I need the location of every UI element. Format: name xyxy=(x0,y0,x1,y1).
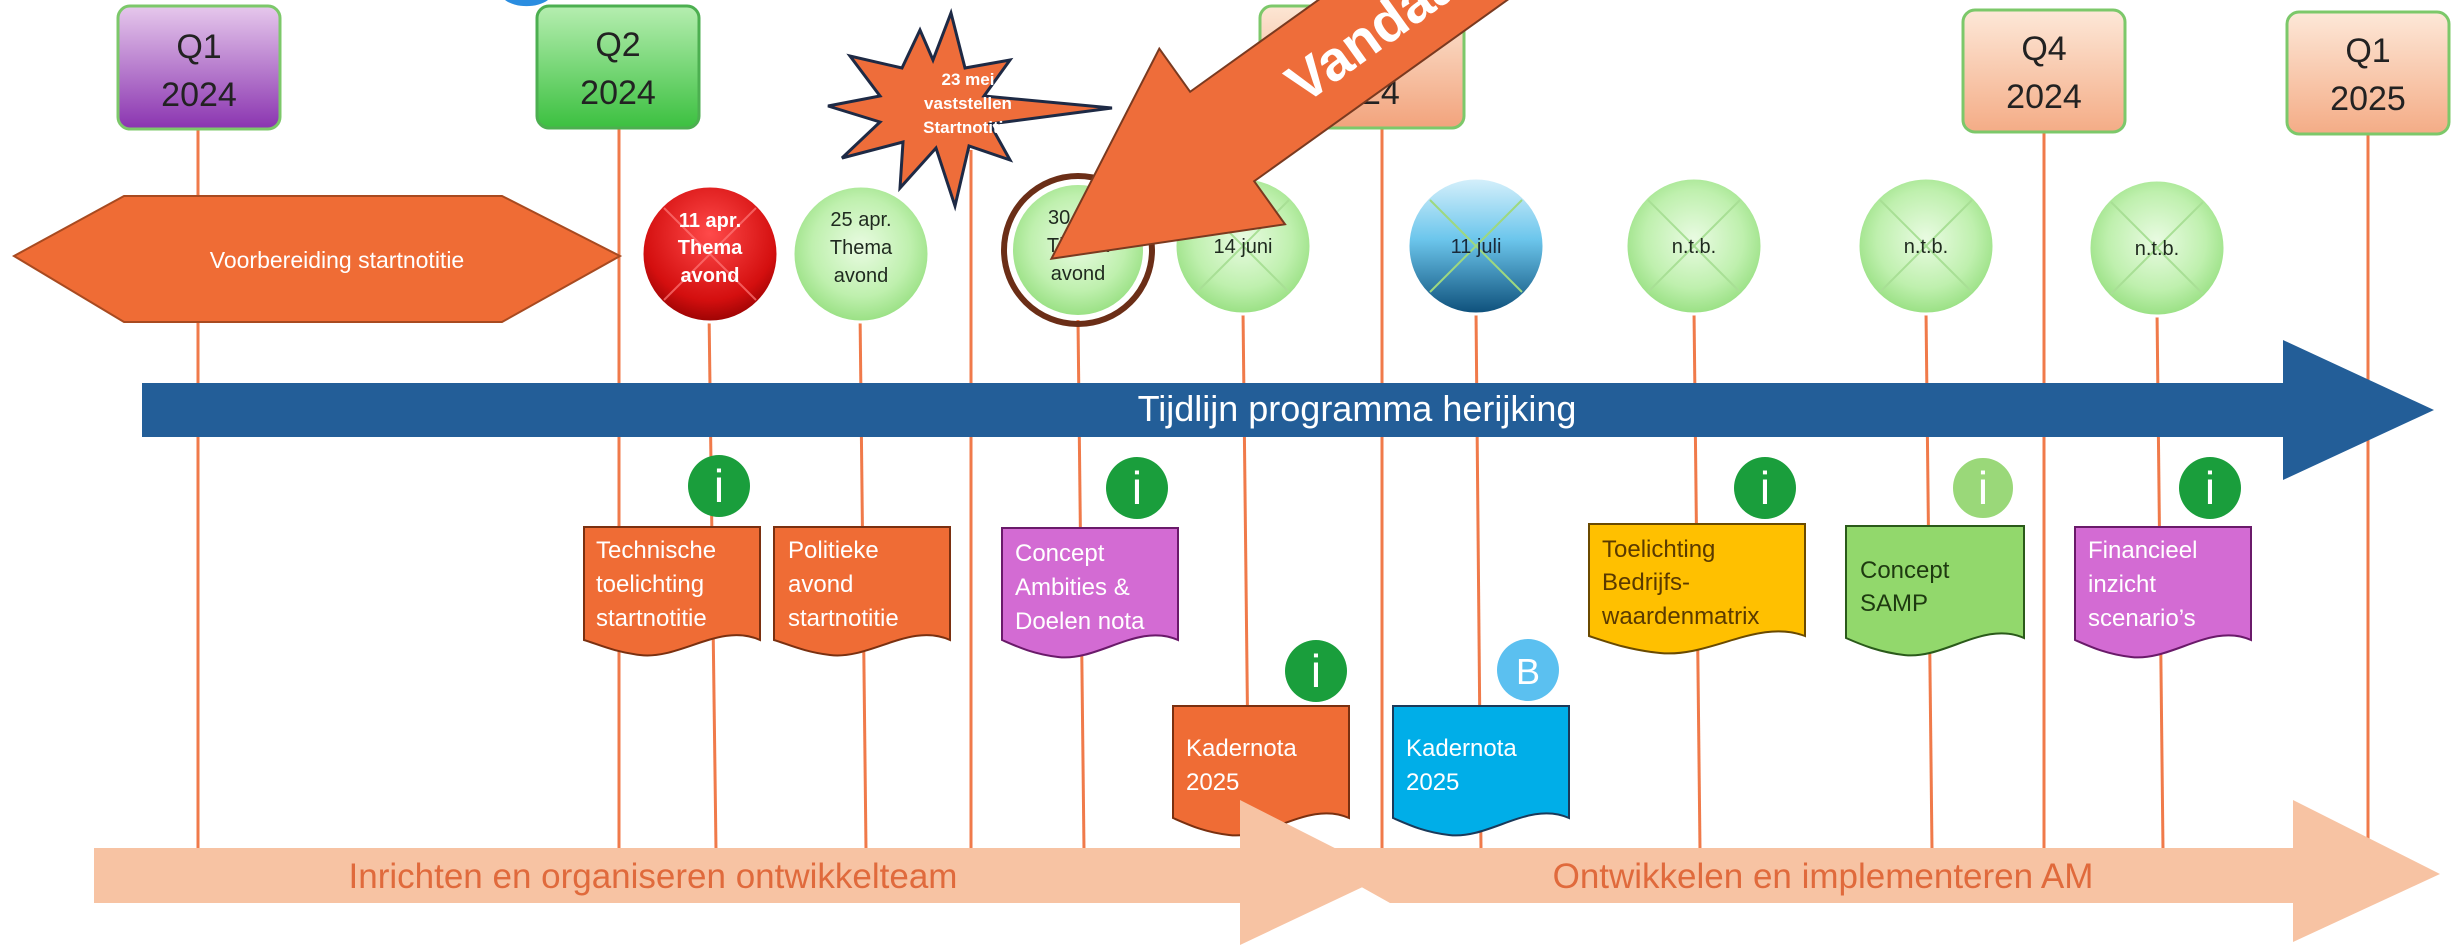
document-line: Concept xyxy=(1015,540,1105,567)
star-label-line: 23 mei xyxy=(942,70,995,89)
info-badge[interactable]: i xyxy=(1106,457,1168,519)
quarter-label: Q4 xyxy=(2021,30,2066,68)
document-line: SAMP xyxy=(1860,590,1928,617)
document-line: Kadernota xyxy=(1186,735,1297,762)
meeting-label-line: avond xyxy=(681,265,740,287)
document-line: waardenmatrix xyxy=(1601,603,1759,630)
star-label-line: vaststellen xyxy=(924,94,1012,113)
info-badge-symbol: i xyxy=(1311,645,1321,697)
info-badge-symbol: B xyxy=(1516,651,1540,692)
phase-label: Ontwikkelen en implementeren AM xyxy=(1553,857,2094,896)
b-badge[interactable]: B xyxy=(1497,639,1559,701)
info-badge[interactable]: i xyxy=(1951,456,2015,520)
meeting-label-line: 11 juli xyxy=(1451,236,1502,258)
quarter-label: Q1 xyxy=(2345,32,2390,70)
document-card[interactable]: Technische toelichting startnotitie xyxy=(583,526,761,657)
quarter-label: Q1 xyxy=(176,28,221,66)
document-line: startnotitie xyxy=(788,605,899,632)
startnotitie-star: 23 mei vaststellen Startnotitie xyxy=(827,8,1113,212)
meeting-circle: 11 juli xyxy=(1406,176,1546,316)
document-line: startnotitie xyxy=(596,605,707,632)
meeting-label-line: avond xyxy=(1051,263,1106,285)
info-badge-symbol: i xyxy=(1978,462,1988,514)
timeline-label: Tijdlijn programma herijking xyxy=(1138,388,1577,429)
info-badge-symbol: i xyxy=(2205,462,2215,514)
document-line: toelichting xyxy=(596,571,704,598)
phase-label: Inrichten en organiseren ontwikkelteam xyxy=(349,857,958,896)
document-line: Doelen nota xyxy=(1015,608,1145,635)
preparation-label: Voorbereiding startnotitie xyxy=(210,247,464,273)
document-card[interactable]: Politieke avond startnotitie xyxy=(773,526,951,657)
info-badge[interactable]: i xyxy=(2179,457,2241,519)
star-label-line: Startnotitie xyxy=(923,118,1013,137)
meeting-label-line: Thema xyxy=(830,237,893,259)
info-badge-symbol: i xyxy=(1132,462,1142,514)
document-line: Financieel xyxy=(2088,537,2197,564)
document-line: Technische xyxy=(596,537,716,564)
document-line: 2025 xyxy=(1406,769,1459,796)
meeting-label-line: n.t.b. xyxy=(1672,236,1716,258)
meeting-circle: n.t.b. xyxy=(1624,176,1764,316)
document-card[interactable]: Kadernota 2025 xyxy=(1172,705,1350,837)
info-badge-symbol: i xyxy=(1760,462,1770,514)
meeting-circle: n.t.b. xyxy=(2087,178,2227,318)
meeting-label-line: Thema xyxy=(678,237,743,259)
document-line: Toelichting xyxy=(1602,536,1715,563)
document-line: Concept xyxy=(1860,557,1950,584)
info-badge[interactable]: i xyxy=(688,455,750,517)
meeting-label-line: n.t.b. xyxy=(1904,236,1948,258)
document-line: Politieke xyxy=(788,537,879,564)
document-card[interactable]: Kadernota 2025 xyxy=(1392,705,1570,837)
meeting-label-line: 14 juni xyxy=(1214,236,1273,258)
quarter-year: 2024 xyxy=(161,76,237,114)
document-line: 2025 xyxy=(1186,769,1239,796)
quarter-label: Q2 xyxy=(595,26,640,64)
quarter-box: Q1 2024 xyxy=(116,4,282,131)
preparation-phase: Voorbereiding startnotitie xyxy=(11,195,623,323)
quarter-box: Q4 2024 xyxy=(1961,8,2127,134)
phase-arrow: Inrichten en organiseren ontwikkelteam xyxy=(94,800,1388,945)
meeting-label-line: 11 apr. xyxy=(679,210,741,232)
quarter-year: 2025 xyxy=(2330,80,2406,118)
document-line: Bedrijfs- xyxy=(1602,569,1690,596)
document-card[interactable]: Financieel inzicht scenario’s xyxy=(2074,526,2252,659)
document-card[interactable]: Toelichting Bedrijfs- waardenmatrix xyxy=(1588,523,1806,655)
meeting-circle: 25 apr. Thema avond xyxy=(791,184,931,324)
quarter-year: 2024 xyxy=(2006,78,2082,116)
meeting-label-line: n.t.b. xyxy=(2135,238,2179,260)
quarter-year: 2024 xyxy=(580,74,656,112)
quarter-box: Q2 2024 xyxy=(535,4,701,130)
document-line: inzicht xyxy=(2088,571,2156,598)
document-line: scenario’s xyxy=(2088,605,2196,632)
meeting-circle: n.t.b. xyxy=(1856,176,1996,316)
phase-arrow: Ontwikkelen en implementeren AM xyxy=(1240,800,2440,942)
document-card[interactable]: Concept SAMP xyxy=(1845,525,2025,657)
info-badge[interactable]: i xyxy=(1285,640,1347,702)
info-badge-symbol: i xyxy=(714,460,724,512)
document-card[interactable]: Concept Ambities & Doelen nota xyxy=(1001,527,1179,659)
meeting-label-line: 25 apr. xyxy=(830,209,891,231)
info-badge[interactable]: i xyxy=(1734,457,1796,519)
info-badge-fragment xyxy=(505,0,548,7)
meeting-circle: 11 apr. Thema avond xyxy=(640,184,780,324)
document-line: avond xyxy=(788,571,853,598)
timeline-arrow: Tijdlijn programma herijking xyxy=(142,340,2434,480)
document-line: Ambities & xyxy=(1015,574,1130,601)
meeting-label-line: avond xyxy=(834,265,889,287)
quarter-box: Q1 2025 xyxy=(2285,10,2451,136)
document-line: Kadernota xyxy=(1406,735,1517,762)
